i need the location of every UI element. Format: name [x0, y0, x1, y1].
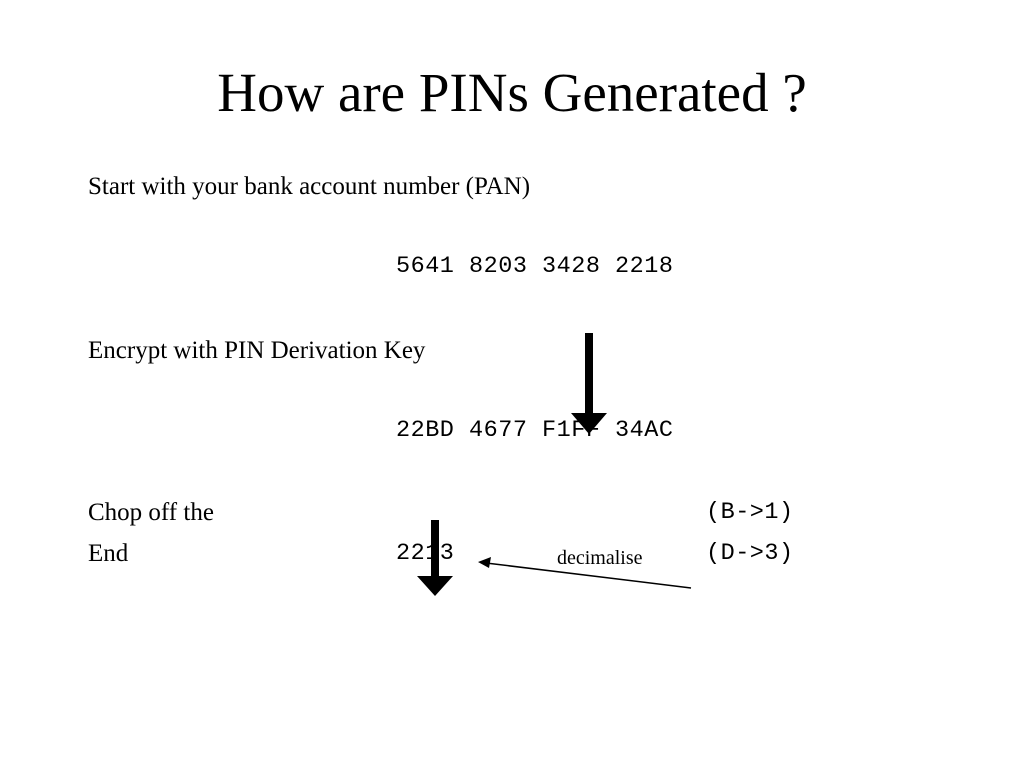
pin-result: 2213 [396, 540, 455, 567]
encrypted-value: 22BD 4677 F1FF 34AC [396, 417, 674, 444]
step-chop-text-line2: End [88, 540, 129, 567]
decimalise-label: decimalise [557, 547, 643, 569]
slide-title: How are PINs Generated ? [217, 62, 807, 123]
pan-value: 5641 8203 3428 2218 [396, 253, 674, 280]
step-start-text: Start with your bank account number (PAN… [88, 173, 531, 200]
step-encrypt-text: Encrypt with PIN Derivation Key [88, 337, 426, 364]
step-chop-text-line1: Chop off the [88, 499, 214, 526]
mapping-b-to-1: (B->1) [706, 499, 794, 526]
mapping-d-to-3: (D->3) [706, 540, 794, 567]
